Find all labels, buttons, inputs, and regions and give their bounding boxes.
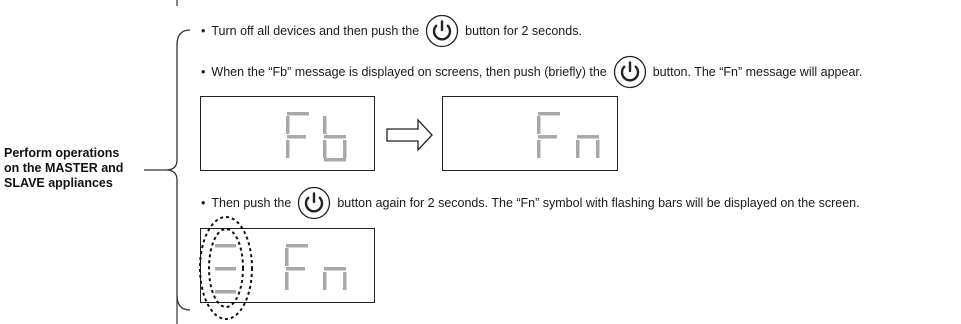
bullet: •: [201, 24, 206, 38]
side-label-line-2: on the MASTER and: [4, 161, 124, 175]
bullet: •: [201, 196, 206, 210]
right-arrow-icon: [386, 118, 433, 152]
seven-segment-fn-bars: [215, 244, 347, 294]
lcd-display-fn-flashing: Fn: [200, 228, 375, 303]
step-3-text-after: button again for 2 seconds. The “Fn” sym…: [337, 196, 860, 210]
lcd-display-fn: Fn: [442, 96, 618, 171]
side-label-line-1: Perform operations: [4, 146, 120, 160]
step-1-text-before: Turn off all devices and then push the: [211, 24, 420, 38]
step-1-text-after: button for 2 seconds.: [465, 24, 582, 38]
curly-brace-icon: [144, 29, 191, 311]
step-1: • Turn off all devices and then push the…: [201, 14, 582, 48]
highlight-ellipse: [199, 216, 253, 320]
seven-segment-fn: [537, 112, 600, 158]
step-2: • When the “Fb” message is displayed on …: [201, 55, 862, 89]
seven-segment-fb: [286, 112, 347, 162]
side-label: Perform operations on the MASTER and SLA…: [4, 146, 174, 191]
lcd-display-fb: Fb: [200, 96, 375, 171]
power-button-icon: [426, 14, 459, 48]
power-button-icon: [613, 55, 646, 89]
power-button-icon: [298, 186, 331, 220]
step-3: • Then push the button again for 2 secon…: [201, 186, 860, 220]
step-2-text-before: When the “Fb” message is displayed on sc…: [211, 65, 607, 79]
step-3-text-before: Then push the: [211, 196, 292, 210]
side-label-line-3: SLAVE appliances: [4, 176, 113, 190]
step-2-text-after: button. The “Fn” message will appear.: [652, 65, 863, 79]
bullet: •: [201, 65, 206, 79]
